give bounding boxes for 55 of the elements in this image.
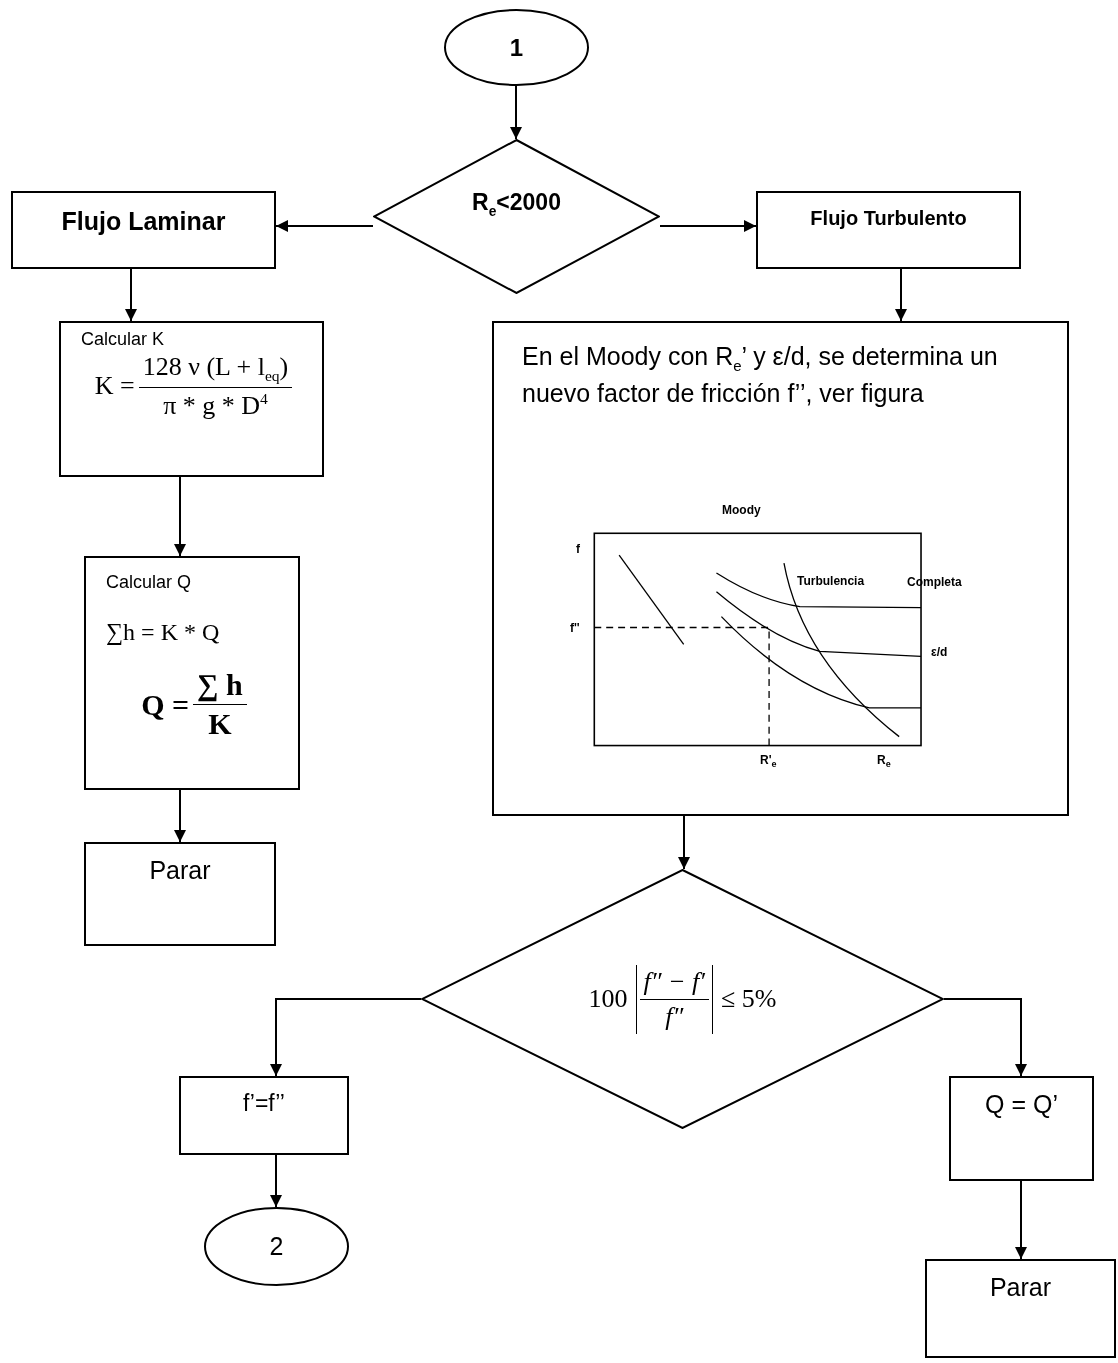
connector-arrow — [125, 268, 137, 322]
connector-arrow — [510, 85, 522, 140]
node-label: Q = Q’ — [985, 1090, 1058, 1119]
process-box — [11, 191, 276, 269]
connector-arrow — [174, 476, 186, 557]
node-label: f’=f’’ — [243, 1090, 285, 1117]
node-label: Flujo Laminar — [61, 207, 226, 236]
process-box — [179, 1076, 349, 1155]
process-box — [84, 556, 300, 790]
node-label: R$_{e}$<2000 — [472, 189, 561, 219]
process-box — [59, 321, 324, 477]
node-label: Parar — [149, 856, 211, 885]
chart-label: f — [576, 542, 580, 556]
chart-label: Moody — [722, 503, 761, 517]
process-box — [756, 191, 1021, 269]
process-box — [949, 1076, 1094, 1181]
formula-text: K = — [93, 371, 136, 402]
formula-numerator: 128 ν (L + l$_{eq}$) — [141, 352, 290, 387]
formula-denominator: π * g * D$^{4}$ — [138, 387, 293, 421]
step-heading: Calcular Q — [106, 572, 192, 593]
formula-text: 100 — [587, 984, 629, 1014]
decision-diamond — [421, 869, 944, 1129]
formula-numerator: ∑ h — [196, 668, 244, 704]
process-box — [925, 1259, 1116, 1358]
process-box — [492, 321, 1069, 816]
node-label: Flujo Turbulento — [810, 207, 967, 230]
terminal-ellipse — [204, 1207, 349, 1286]
chart-label: R$_{e}$ — [877, 753, 891, 770]
node-label: 1 — [509, 33, 524, 62]
connector-arrow — [174, 789, 186, 843]
chart-label: f'' — [570, 621, 580, 635]
connector-arrow — [943, 998, 1027, 1077]
node-label: 2 — [269, 1232, 284, 1261]
description-text: En el Moody con R$_{e}$’ y ε/d, se determina un nuevo factor de fricción f’’, ver figura — [522, 341, 999, 409]
terminal-ellipse — [444, 9, 589, 86]
formula-numerator: f″ − f′ — [642, 966, 707, 998]
chart-label: R'$_{e}$ — [760, 753, 777, 770]
formula-denominator: K — [193, 704, 247, 741]
connector-arrow — [895, 268, 907, 322]
process-box — [84, 842, 276, 946]
connector-arrow — [659, 220, 757, 232]
node-label: Parar — [989, 1273, 1052, 1302]
connector-arrow — [678, 815, 690, 870]
connector-arrow — [270, 1154, 282, 1208]
formula-text: ≤ 5% — [720, 984, 778, 1014]
connector-arrow — [275, 220, 374, 232]
formula-text: ∑h = K * Q — [105, 619, 221, 646]
step-heading: Calcular K — [81, 329, 165, 350]
decision-diamond — [373, 139, 660, 294]
formula-denominator: f″ — [639, 998, 710, 1032]
chart-label: ε/d — [931, 645, 948, 659]
chart-label: Turbulencia — [797, 574, 865, 588]
connector-arrow — [1015, 1180, 1027, 1260]
formula-text: Q = — [140, 687, 191, 722]
connector-arrow — [270, 998, 422, 1077]
